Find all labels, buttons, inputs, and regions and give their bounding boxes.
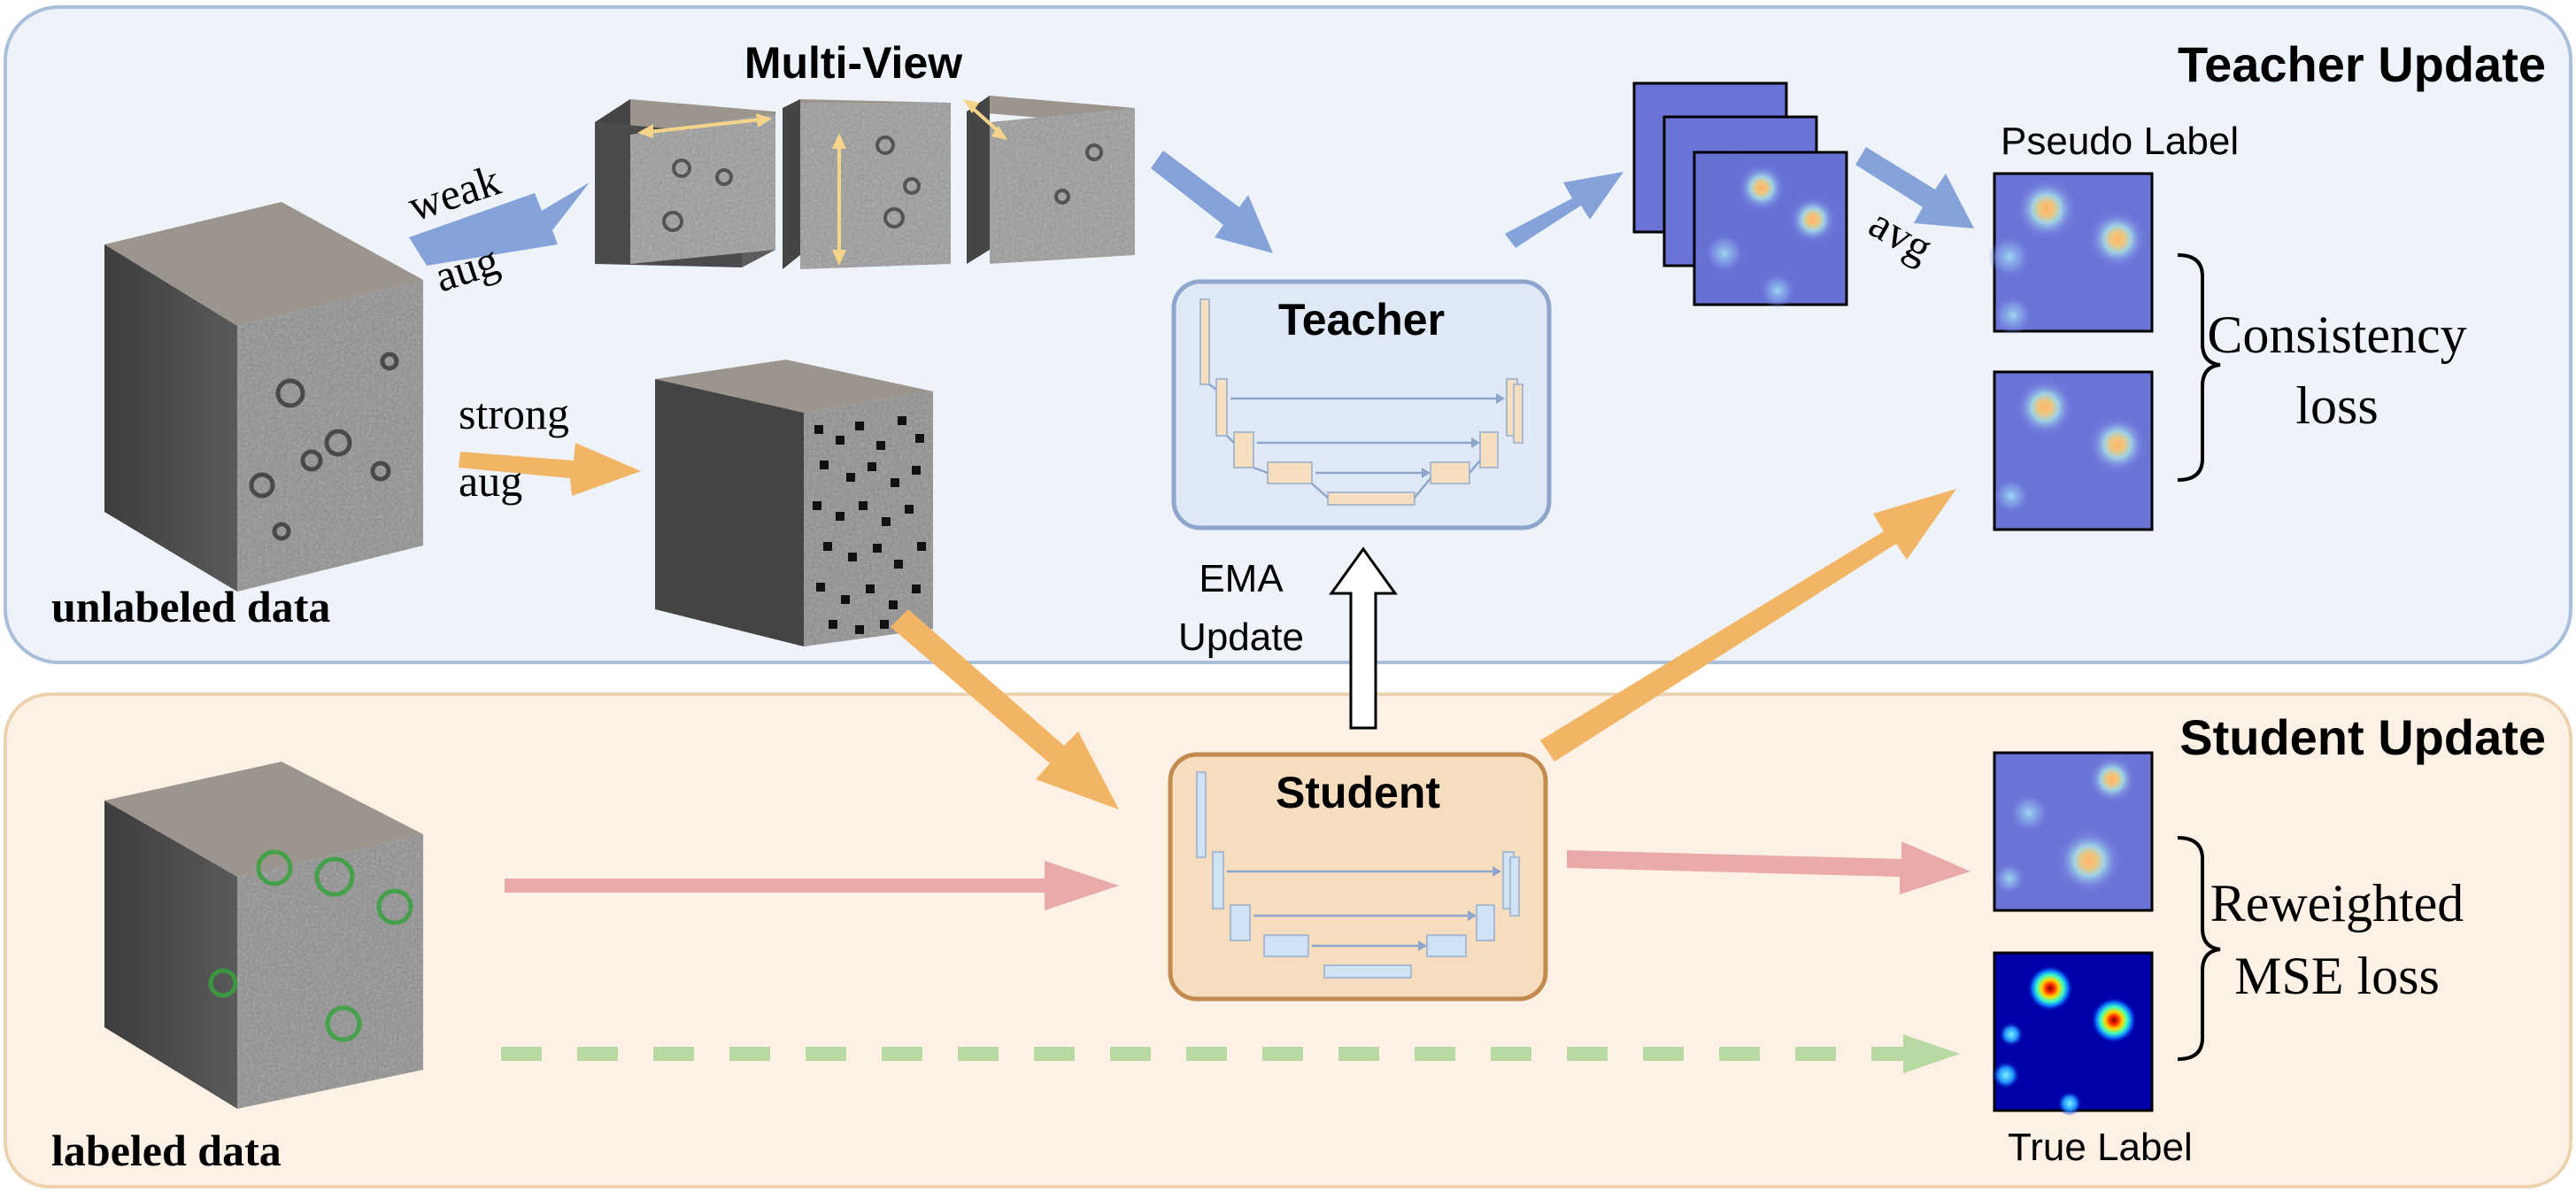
strong-aug-cube (655, 360, 933, 646)
ema-label-line2: Update (1178, 615, 1304, 659)
reweighted-brace (2177, 836, 2221, 1061)
pseudo-label-map (1988, 172, 2154, 335)
multi-view-cube-1 (595, 99, 775, 267)
labeled-data-label: labeled data (51, 1126, 282, 1175)
student-consistency-prediction-map (1993, 370, 2154, 531)
teacher-prediction-maps (1632, 81, 1848, 308)
view-1-width-indicator (640, 117, 769, 135)
multi-view-cube-3 (963, 96, 1135, 264)
teacher-update-title: Teacher Update (2178, 36, 2546, 92)
teacher-to-predictions-arrow (1505, 172, 1623, 248)
consistency-brace (2177, 253, 2221, 482)
labeled-to-student-arrow (505, 861, 1119, 910)
true-label-title: True Label (2008, 1126, 2193, 1169)
student-update-title: Student Update (2179, 709, 2546, 765)
student-to-supervised-arrow (1567, 841, 1971, 894)
consistency-loss-line1: Consistency (2207, 306, 2466, 364)
strong-aug-label-line1: strong (459, 389, 569, 438)
ema-label-line1: EMA (1199, 557, 1284, 600)
reweighted-loss-line1: Reweighted (2210, 874, 2464, 933)
student-supervised-prediction-map (1993, 751, 2154, 912)
strong-aug-label-line2: aug (459, 456, 522, 506)
multiview-to-teacher-arrow (1151, 151, 1273, 253)
student-model: Student (1168, 752, 1548, 1002)
student-to-consistency-arrow (1540, 489, 1956, 762)
ground-truth-dashed-arrow (501, 1034, 1960, 1073)
labeled-data-cube (104, 762, 423, 1109)
strongview-to-student-arrow (891, 609, 1119, 809)
ema-update-arrow (1329, 546, 1398, 730)
true-label-map (1992, 951, 2154, 1116)
average-arrow (1855, 147, 1974, 228)
student-label: Student (1276, 768, 1440, 817)
multi-view-label: Multi-View (744, 38, 962, 88)
teacher-model: Teacher (1171, 279, 1552, 530)
pseudo-label-title: Pseudo Label (2001, 120, 2239, 163)
student-unet-icon (1196, 771, 1520, 979)
teacher-label: Teacher (1278, 295, 1445, 344)
unlabeled-data-label: unlabeled data (51, 582, 330, 631)
reweighted-loss-line2: MSE loss (2234, 947, 2440, 1005)
strong-aug-arrow (459, 443, 641, 496)
consistency-loss-line2: loss (2295, 376, 2378, 435)
multi-view-cube-2 (783, 99, 951, 269)
weak-aug-arrow (409, 182, 590, 266)
unlabeled-data-cube (104, 202, 423, 592)
